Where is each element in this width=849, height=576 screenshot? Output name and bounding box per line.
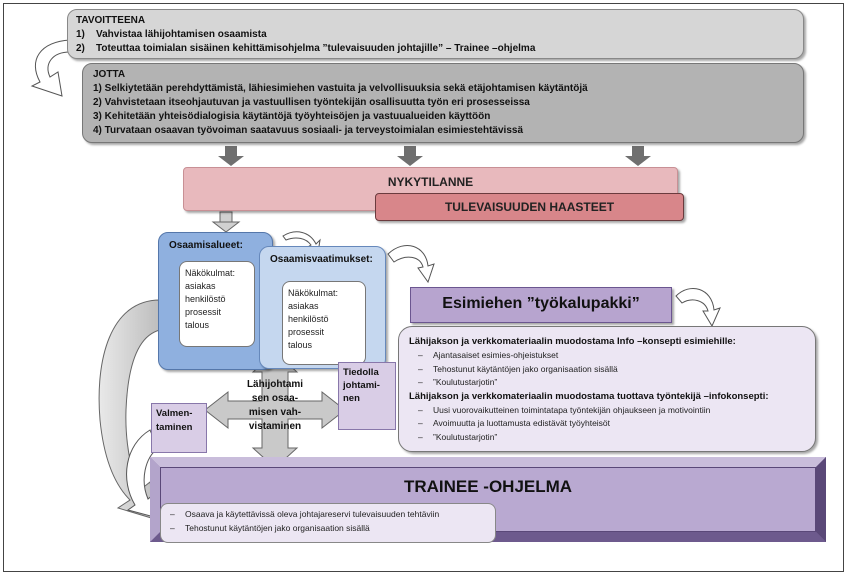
list-item: Ajantasaiset esimies-ohjeistukset	[409, 349, 805, 363]
tavoitteena-item: 2)Toteuttaa toimialan sisäinen kehittämi…	[76, 43, 536, 54]
list-item: Uusi vuorovaikutteinen toimintatapa työn…	[409, 404, 805, 418]
osaamisvaatimukset-title: Osaamisvaatimukset:	[270, 254, 373, 265]
list-item: ”Koulutustarjotin”	[409, 376, 805, 390]
osaamisalueet-inner: Näkökulmat: asiakas henkilöstö prosessit…	[179, 261, 255, 347]
info-list-2: Uusi vuorovaikutteinen toimintatapa työn…	[409, 404, 805, 445]
osaamisalueet-box: Osaamisalueet: Näkökulmat: asiakas henki…	[158, 232, 273, 370]
curved-arrow-small-2	[387, 245, 435, 284]
diagram-frame	[3, 3, 844, 572]
list-item: Tehostunut käytäntöjen jako organisaatio…	[161, 522, 495, 536]
tulevaisuuden-haasteet-label: TULEVAISUUDEN HAASTEET	[444, 200, 615, 214]
down-arrow-1	[218, 146, 244, 166]
curved-arrow-left-top	[30, 39, 71, 97]
valmentaminen-box: Valmen- taminen	[151, 403, 207, 453]
down-arrow-2	[397, 146, 423, 166]
jotta-item-2: 2) Vahvistetaan itseohjautuvan ja vastuu…	[93, 97, 530, 108]
list-item: Osaava ja käytettävissä oleva johtajares…	[161, 508, 495, 522]
tulevaisuuden-haasteet-box: TULEVAISUUDEN HAASTEET	[375, 193, 684, 221]
tiedolla-johtaminen-box: Tiedolla johtami- nen	[338, 362, 396, 430]
osaamisvaatimukset-inner: Näkökulmat: asiakas henkilöstö prosessit…	[282, 281, 366, 365]
info-list-1: Ajantasaiset esimies-ohjeistukset Tehost…	[409, 349, 805, 390]
jotta-item-1: 1) Selkiytetään perehdyttämistä, lähiesi…	[93, 83, 588, 94]
curved-arrow-left-bottom	[126, 429, 159, 519]
osaamisvaatimukset-box: Osaamisvaatimukset: Näkökulmat: asiakas …	[259, 246, 386, 369]
tavoitteena-box: TAVOITTEENA 1)Vahvistaa lähijohtamisen o…	[67, 9, 804, 59]
tavoitteena-item: 1)Vahvistaa lähijohtamisen osaamista	[76, 29, 267, 40]
curved-arrow-small-3	[675, 288, 721, 328]
info-heading-1: Lähijakson ja verkkomateriaalin muodosta…	[409, 336, 736, 347]
down-arrow-3	[625, 146, 651, 166]
list-item: Avoimuutta ja luottamusta edistävät työy…	[409, 417, 805, 431]
tyokalupakki-label: Esimiehen ”työkalupakki”	[442, 295, 640, 312]
lahijohtaminen-label: Lähijohtami sen osaa- misen vah- vistami…	[246, 379, 304, 432]
curved-arrow-left-big	[98, 299, 161, 521]
down-arrow-4	[211, 211, 241, 233]
jotta-box: JOTTA 1) Selkiytetään perehdyttämistä, l…	[82, 63, 804, 143]
jotta-item-3: 3) Kehitetään yhteisödialogisia käytäntö…	[93, 111, 491, 122]
trainee-list-box: Osaava ja käytettävissä oleva johtajares…	[160, 503, 496, 543]
osaamisalueet-title: Osaamisalueet:	[169, 240, 243, 251]
tyokalupakki-box: Esimiehen ”työkalupakki”	[410, 287, 672, 323]
jotta-item-4: 4) Turvataan osaavan työvoiman saatavuus…	[93, 125, 524, 136]
info-konsepti-box: Lähijakson ja verkkomateriaalin muodosta…	[398, 326, 816, 452]
tavoitteena-heading: TAVOITTEENA	[76, 15, 146, 26]
list-item: Tehostunut käytäntöjen jako organisaatio…	[409, 363, 805, 377]
list-item: ”Koulutustarjotin”	[409, 431, 805, 445]
trainee-title: TRAINEE -OHJELMA	[403, 477, 573, 496]
nykytilanne-label: NYKYTILANNE	[387, 175, 474, 189]
info-heading-2: Lähijakson ja verkkomateriaalin muodosta…	[409, 390, 769, 402]
jotta-heading: JOTTA	[93, 69, 126, 80]
